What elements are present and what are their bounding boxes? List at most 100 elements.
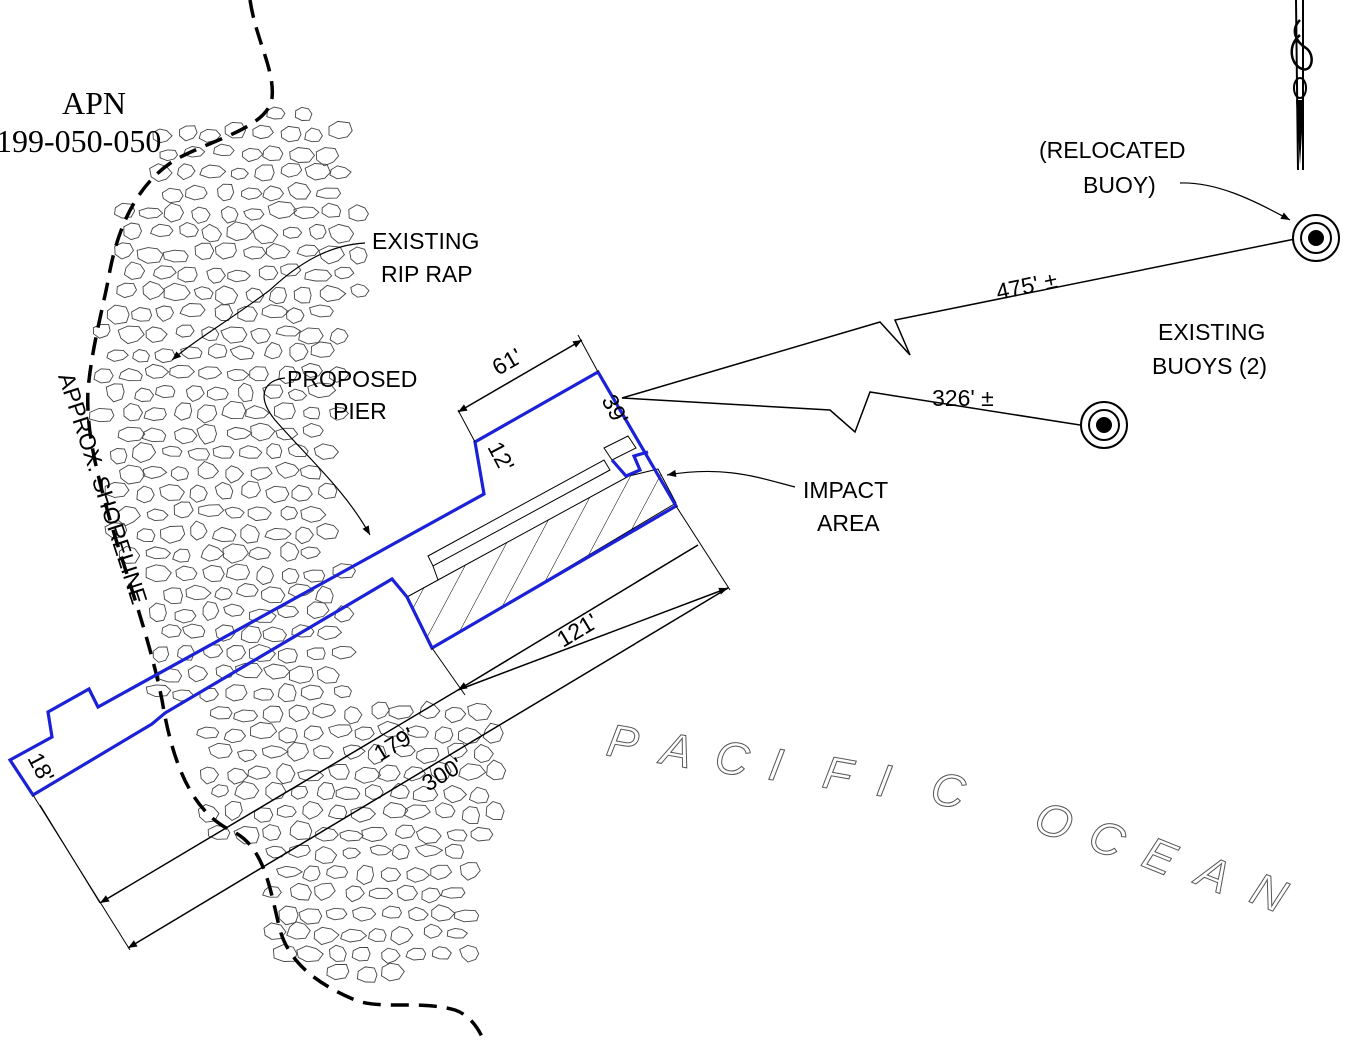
approx-shoreline-line bbox=[85, 0, 487, 1044]
rip-rap-stone bbox=[328, 223, 355, 244]
rip-rap-stone bbox=[457, 727, 483, 745]
rip-rap-stone bbox=[459, 944, 480, 963]
rip-rap-stone bbox=[174, 608, 197, 624]
rip-rap-stone bbox=[136, 485, 155, 504]
rip-rap-stone bbox=[253, 688, 275, 701]
rip-rap-stone bbox=[142, 465, 168, 479]
rip-rap-stone bbox=[248, 546, 272, 560]
rip-rap-label-line1: EXISTING bbox=[372, 228, 479, 254]
rip-rap-stone bbox=[262, 824, 282, 841]
rip-rap-stone bbox=[163, 587, 183, 605]
rip-rap-stone bbox=[132, 349, 150, 363]
rip-rap-stone bbox=[319, 284, 347, 302]
rip-rap-stone bbox=[301, 362, 323, 378]
rip-rap-stone bbox=[406, 867, 431, 883]
rip-rap-stone bbox=[313, 926, 340, 946]
rip-rap-stone bbox=[267, 201, 298, 219]
rip-rap-stone bbox=[242, 147, 264, 163]
rip-rap-stone bbox=[152, 646, 170, 663]
rip-rap-stone bbox=[380, 867, 402, 882]
rip-rap-stone bbox=[429, 761, 452, 781]
rip-rap-stone bbox=[335, 786, 361, 800]
rip-rap-stone bbox=[240, 625, 262, 644]
rip-rap-stone bbox=[368, 887, 394, 900]
rip-rap-stone bbox=[303, 725, 324, 742]
rip-rap-stone bbox=[237, 749, 257, 763]
rip-rap-stone bbox=[293, 286, 312, 304]
rip-rap-stone bbox=[430, 864, 453, 880]
rip-rap-stone bbox=[145, 684, 172, 698]
rip-rap-stone bbox=[243, 208, 265, 221]
rip-rap-stone bbox=[250, 422, 276, 442]
rip-rap-stone bbox=[295, 526, 314, 545]
rip-rap-stone bbox=[117, 426, 146, 443]
rip-rap-stone bbox=[361, 826, 388, 842]
rip-rap-stone bbox=[172, 548, 191, 563]
rip-rap-stone bbox=[408, 906, 429, 922]
rip-rap-stone bbox=[162, 249, 189, 263]
rip-rap-stone bbox=[327, 763, 350, 780]
rip-rap-stone bbox=[154, 385, 176, 399]
rip-rap-stone bbox=[369, 844, 393, 856]
ocean-letter: E bbox=[1136, 826, 1185, 886]
rip-rap-stone bbox=[123, 261, 146, 280]
ocean-letter: A bbox=[1187, 843, 1238, 904]
rip-rap-stone bbox=[290, 882, 312, 901]
rip-rap-stone bbox=[227, 767, 249, 785]
rip-rap-stone bbox=[265, 485, 290, 504]
rip-rap-stone bbox=[260, 586, 286, 604]
rip-rap-stone bbox=[331, 645, 357, 660]
rip-rap-stone bbox=[276, 763, 296, 785]
rip-rap-stone bbox=[142, 280, 166, 301]
rip-rap-stone bbox=[226, 221, 253, 242]
north-arrow-icon bbox=[1290, 0, 1313, 171]
rip-rap-stone bbox=[389, 782, 410, 799]
rip-rap-stone bbox=[371, 701, 390, 720]
rip-rap-stone bbox=[262, 626, 288, 643]
rip-rap-stone bbox=[170, 466, 189, 481]
rip-rap-stone bbox=[226, 369, 250, 382]
rip-rap-stone bbox=[262, 885, 282, 898]
rip-rap-stone bbox=[263, 341, 283, 360]
rip-rap-stone bbox=[446, 829, 468, 842]
rip-rap-stone bbox=[248, 644, 277, 662]
rip-rap-stone bbox=[276, 865, 303, 878]
rip-rap-stone bbox=[238, 382, 254, 403]
rip-rap-stone bbox=[313, 443, 339, 460]
rip-rap-stone bbox=[416, 747, 440, 765]
rip-rap-stone bbox=[328, 944, 347, 962]
rip-rap-stone bbox=[334, 685, 352, 699]
rip-rap-stone bbox=[229, 345, 255, 360]
rip-rap-stone bbox=[405, 947, 427, 961]
rip-rap-stone bbox=[332, 563, 357, 579]
rip-rap-stone bbox=[342, 847, 362, 860]
rip-rap-stone bbox=[225, 684, 248, 702]
rip-rap-stone bbox=[248, 608, 277, 623]
rip-rap-stone bbox=[344, 706, 363, 725]
rip-rap-stone bbox=[329, 327, 349, 345]
rip-rap-stone bbox=[214, 587, 233, 601]
rip-rap-stone bbox=[169, 364, 196, 379]
rip-rap-stone bbox=[277, 647, 298, 664]
rip-rap-stone bbox=[280, 541, 300, 562]
rip-rap-stone bbox=[243, 246, 267, 260]
rip-rap-stone bbox=[381, 962, 405, 982]
rip-rap-stone bbox=[459, 862, 481, 881]
rip-rap-stone bbox=[175, 324, 195, 338]
rip-rap-stone bbox=[152, 128, 173, 144]
rip-rap-stone bbox=[224, 800, 243, 822]
rip-rap-stone bbox=[276, 605, 300, 619]
rip-rap-stone bbox=[377, 720, 405, 738]
rip-rap-stone bbox=[348, 204, 369, 222]
rip-rap-stone bbox=[287, 182, 312, 200]
rip-rap-stone bbox=[154, 348, 176, 364]
rip-rap-stone bbox=[177, 645, 195, 661]
rip-rap-stone bbox=[265, 845, 287, 859]
rip-rap-stone bbox=[206, 386, 229, 401]
rip-rap-stone bbox=[396, 884, 419, 901]
proposed-pier-outline bbox=[7, 369, 679, 798]
rip-rap-stone bbox=[394, 824, 416, 839]
pier-notch bbox=[610, 450, 649, 478]
rip-rap-stone bbox=[190, 520, 208, 541]
rip-rap-stone bbox=[175, 565, 198, 582]
